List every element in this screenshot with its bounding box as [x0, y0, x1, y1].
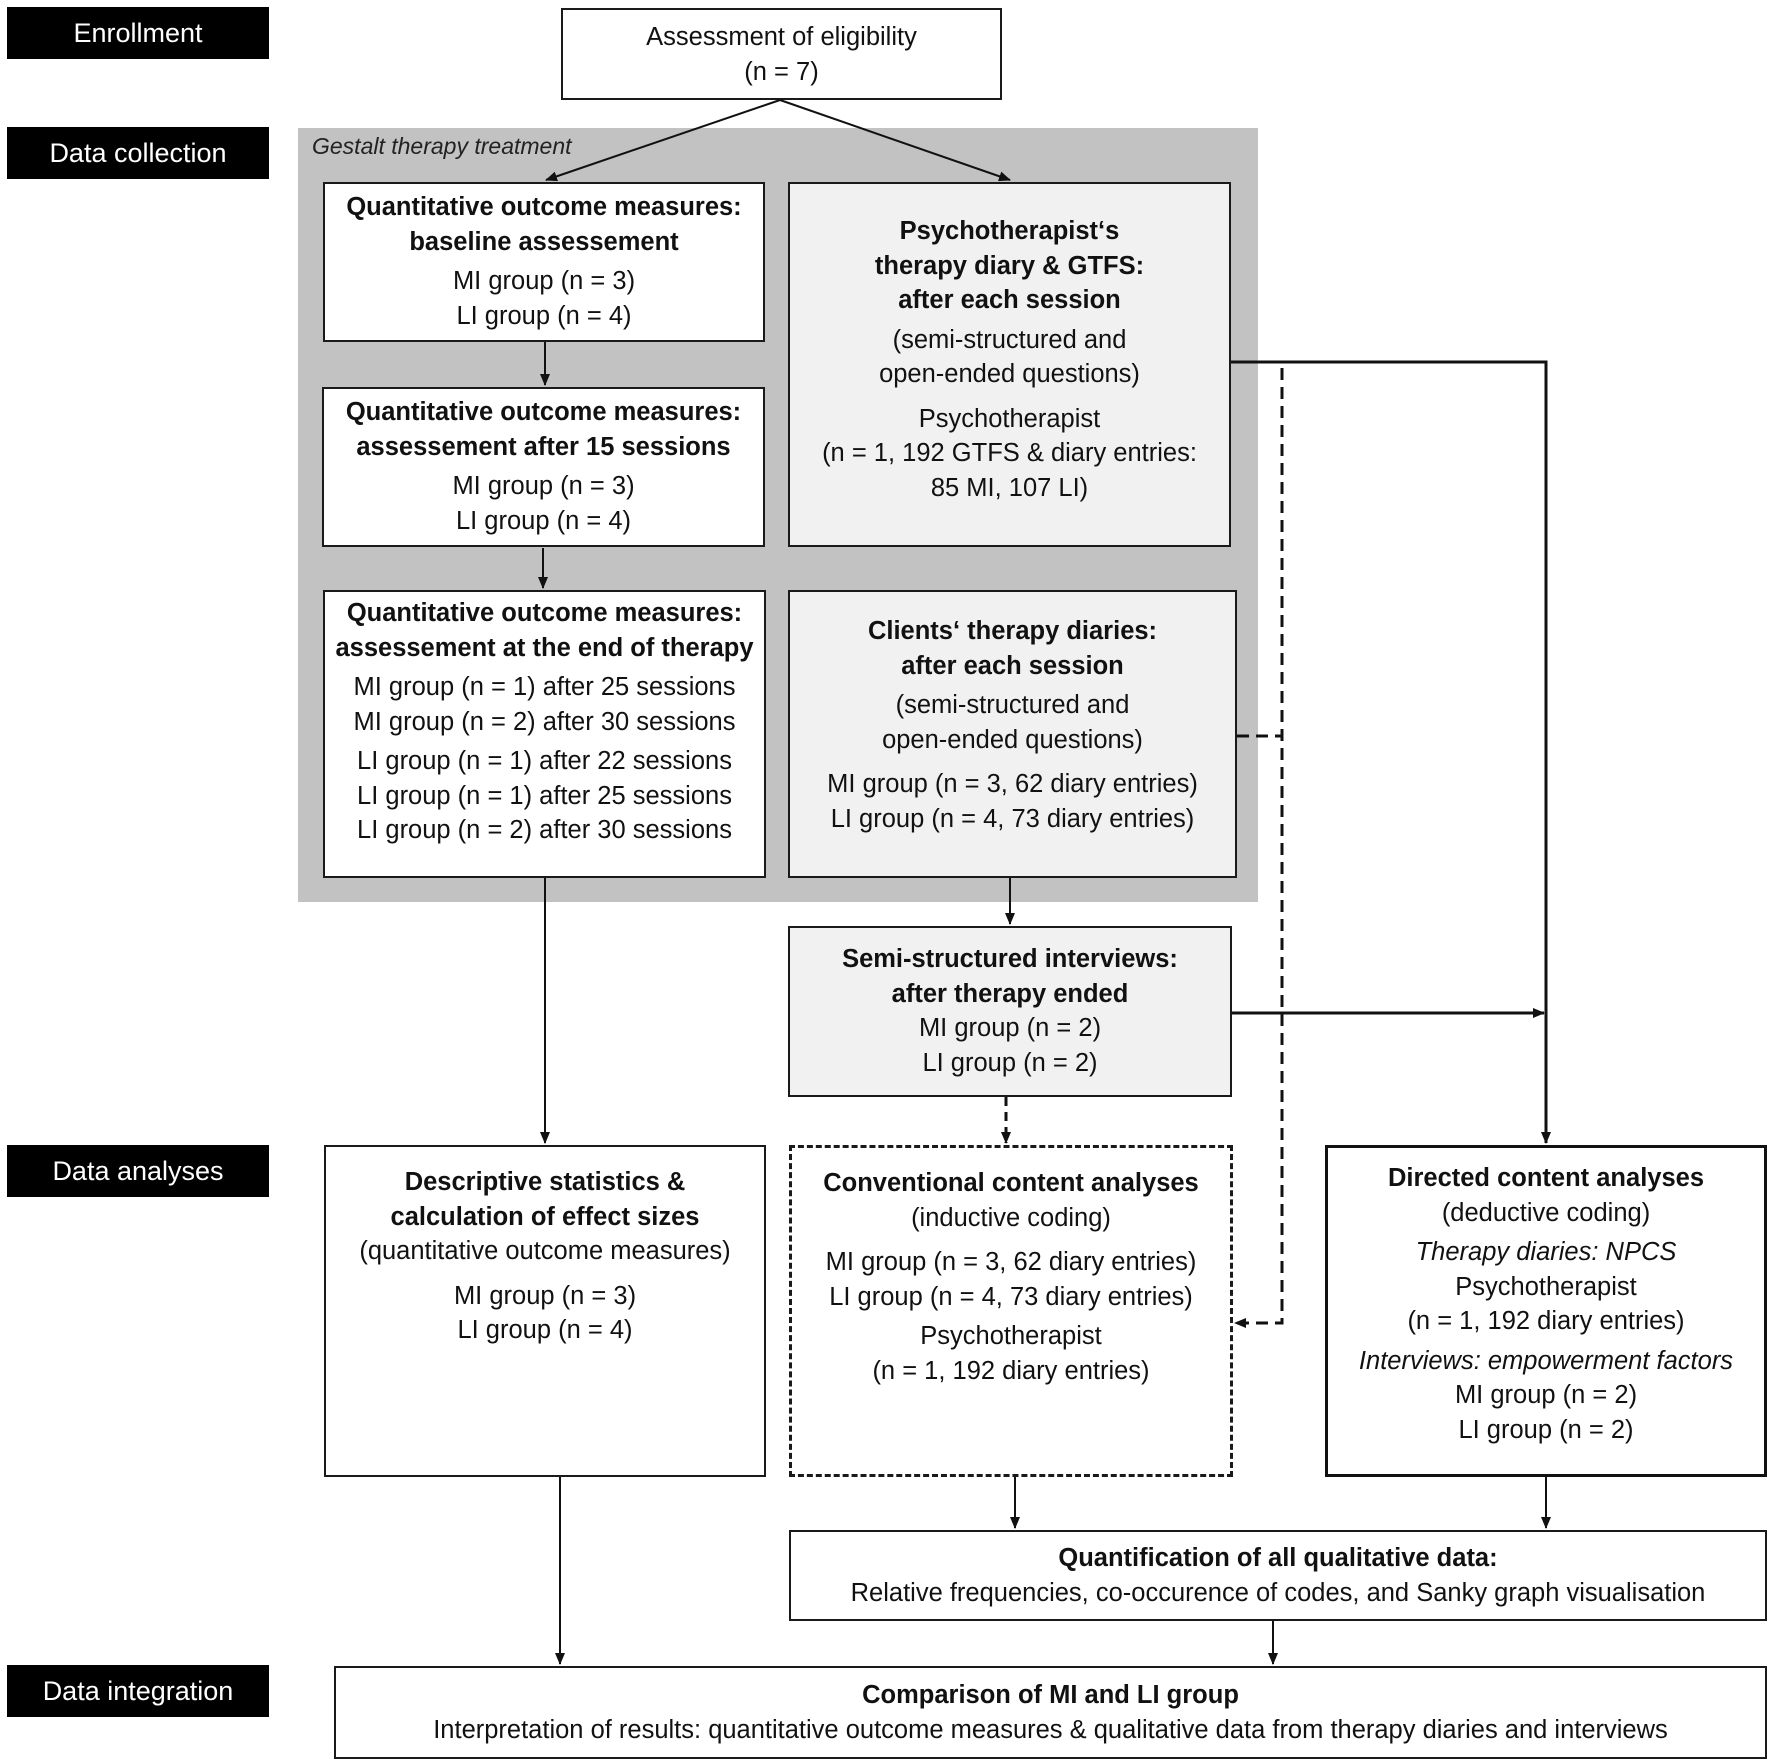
dashed-connector-psychotherapist-diary: [1231, 360, 1284, 1328]
quantification-sub: Relative frequencies, co-occurence of co…: [850, 1578, 1706, 1607]
end-of-therapy-box: Quantitative outcome measures: assesseme…: [323, 590, 766, 878]
after-15-sessions-box: Quantitative outcome measures: assesseme…: [322, 387, 765, 547]
psy-title-1: Psychotherapist‘s: [899, 217, 1120, 245]
clients-title-1: Clients‘ therapy diaries:: [867, 617, 1158, 645]
directed-interviews-label: Interviews: empowerment factors: [1358, 1346, 1734, 1375]
psy-sub-1: (semi-structured and: [892, 325, 1127, 354]
end-line: LI group (n = 1) after 22 sessions: [357, 747, 732, 775]
conventional-li: LI group (n = 4, 73 diary entries): [829, 1282, 1193, 1311]
conventional-title: Conventional content analyses: [823, 1169, 1199, 1197]
directed-mi: MI group (n = 2): [1454, 1381, 1638, 1409]
interviews-title-1: Semi-structured interviews:: [842, 945, 1178, 973]
comparison-title: Comparison of MI and LI group: [862, 1681, 1239, 1709]
baseline-title-2: baseline assessement: [409, 227, 679, 256]
psychotherapist-diary-box: Psychotherapist‘s therapy diary & GTFS: …: [788, 182, 1231, 547]
directed-sub: (deductive coding): [1441, 1198, 1651, 1227]
end-line: LI group (n = 1) after 25 sessions: [357, 781, 732, 810]
directed-analyses-box: Directed content analyses (deductive cod…: [1325, 1145, 1767, 1477]
eligibility-title: Assessment of eligibility: [646, 23, 917, 51]
eligibility-box: Assessment of eligibility (n = 7): [561, 8, 1002, 100]
psy-title-2: therapy diary & GTFS:: [874, 251, 1145, 280]
end-title-2: assessement at the end of therapy: [335, 633, 754, 662]
directed-title: Directed content analyses: [1387, 1164, 1705, 1192]
baseline-mi: MI group (n = 3): [452, 267, 636, 295]
quantification-title: Quantification of all qualitative data:: [1058, 1544, 1498, 1572]
psy-title-3: after each session: [898, 286, 1121, 314]
descriptive-sub: (quantitative outcome measures): [359, 1237, 731, 1265]
directed-participant: Psychotherapist: [1455, 1272, 1637, 1301]
baseline-title-1: Quantitative outcome measures:: [346, 193, 742, 221]
conventional-mi: MI group (n = 3, 62 diary entries): [825, 1248, 1197, 1276]
descriptive-title-2: calculation of effect sizes: [390, 1202, 700, 1231]
comparison-box: Comparison of MI and LI group Interpreta…: [334, 1666, 1767, 1759]
after15-title-1: Quantitative outcome measures:: [345, 398, 742, 426]
clients-mi: MI group (n = 3, 62 diary entries): [827, 770, 1198, 798]
after15-li: LI group (n = 4): [455, 506, 632, 535]
after15-title-2: assessement after 15 sessions: [356, 432, 731, 461]
clients-sub-2: open-ended questions): [882, 725, 1143, 754]
arrow-eligibility-to-psychotherapist-diary: [779, 99, 1011, 182]
interviews-mi: MI group (n = 2): [918, 1014, 1102, 1042]
quantification-box: Quantification of all qualitative data: …: [789, 1530, 1767, 1621]
descriptive-title-1: Descriptive statistics &: [404, 1168, 686, 1196]
directed-li: LI group (n = 2): [1458, 1415, 1634, 1444]
end-title-1: Quantitative outcome measures:: [346, 599, 743, 627]
arrow-eligibility-to-baseline: [545, 99, 781, 182]
solid-connector-psychotherapist-diary: [1231, 360, 1551, 1144]
eligibility-count: (n = 7): [744, 57, 819, 86]
end-line: MI group (n = 2) after 30 sessions: [353, 707, 736, 736]
conventional-sub: (inductive coding): [911, 1203, 1111, 1232]
gestalt-therapy-panel-title: Gestalt therapy treatment: [312, 133, 572, 159]
psy-participant: Psychotherapist: [918, 404, 1101, 433]
conventional-participant: Psychotherapist: [920, 1322, 1102, 1350]
conventional-analyses-box: Conventional content analyses (inductive…: [789, 1145, 1233, 1477]
directed-diaries-label: Therapy diaries: NPCS: [1415, 1238, 1677, 1266]
comparison-sub: Interpretation of results: quantitative …: [433, 1715, 1668, 1744]
phase-label-enrollment: Enrollment: [7, 7, 269, 59]
psy-entries: (n = 1, 192 GTFS & diary entries:: [822, 439, 1197, 467]
baseline-li: LI group (n = 4): [456, 301, 632, 330]
interviews-title-2: after therapy ended: [891, 979, 1129, 1008]
phase-label-data-integration: Data integration: [7, 1665, 269, 1717]
descriptive-statistics-box: Descriptive statistics & calculation of …: [324, 1145, 766, 1477]
descriptive-mi: MI group (n = 3): [453, 1281, 637, 1310]
end-line: MI group (n = 1) after 25 sessions: [353, 673, 736, 701]
phase-label-data-collection: Data collection: [7, 127, 269, 179]
descriptive-li: LI group (n = 4): [457, 1316, 633, 1344]
psy-sub-2: open-ended questions): [879, 360, 1140, 388]
baseline-assessment-box: Quantitative outcome measures: baseline …: [323, 182, 765, 342]
clients-sub-1: (semi-structured and: [895, 691, 1130, 719]
psy-split: 85 MI, 107 LI): [930, 473, 1089, 502]
interviews-box: Semi-structured interviews: after therap…: [788, 926, 1232, 1097]
clients-diary-box: Clients‘ therapy diaries: after each ses…: [788, 590, 1237, 878]
clients-title-2: after each session: [901, 651, 1124, 680]
after15-mi: MI group (n = 3): [452, 472, 635, 500]
interviews-li: LI group (n = 2): [922, 1048, 1098, 1077]
directed-entries: (n = 1, 192 diary entries): [1407, 1307, 1685, 1335]
end-line: LI group (n = 2) after 30 sessions: [357, 816, 732, 844]
phase-label-data-analyses: Data analyses: [7, 1145, 269, 1197]
clients-li: LI group (n = 4, 73 diary entries): [830, 804, 1195, 833]
conventional-entries: (n = 1, 192 diary entries): [872, 1356, 1150, 1385]
